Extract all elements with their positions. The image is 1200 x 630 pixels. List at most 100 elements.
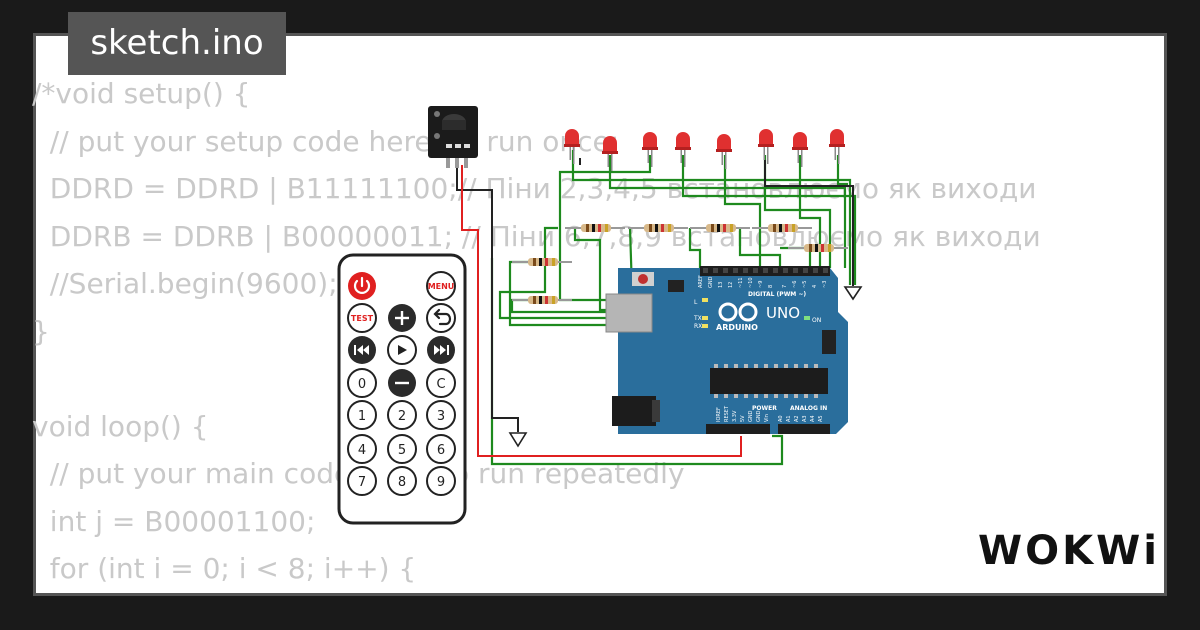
code-line: //Serial.begin(9600); — [32, 267, 338, 300]
svg-text:3: 3 — [437, 409, 445, 424]
preview-card — [33, 33, 1167, 596]
plus-icon — [395, 311, 409, 325]
svg-text:C: C — [436, 377, 445, 392]
svg-text:IOREF: IOREF — [716, 407, 722, 422]
svg-text:5: 5 — [398, 443, 406, 458]
resistor — [690, 224, 750, 232]
svg-text:TEST: TEST — [351, 314, 374, 323]
resistors — [512, 224, 848, 304]
svg-text:12: 12 — [728, 282, 734, 288]
svg-text:9: 9 — [437, 475, 445, 490]
resistor — [752, 224, 812, 232]
remote-prev-button[interactable] — [348, 336, 376, 364]
svg-text:~9: ~9 — [758, 281, 764, 288]
black-wires — [456, 158, 854, 432]
remote-digit-button[interactable]: 8 — [387, 466, 417, 496]
svg-text:A2: A2 — [794, 415, 800, 422]
power-icon — [353, 276, 371, 294]
wokwi-logo: WOKWi — [978, 528, 1160, 574]
svg-text:AREF: AREF — [698, 275, 704, 288]
arduino-model: UNO — [766, 304, 800, 322]
remote-play-button[interactable] — [387, 335, 417, 365]
svg-text:~3: ~3 — [822, 281, 828, 288]
remote-digit-button[interactable]: 7 — [347, 466, 377, 496]
remote-back-button[interactable] — [426, 303, 456, 333]
svg-text:A4: A4 — [810, 415, 816, 422]
arduino-logo-icon — [718, 302, 758, 322]
arduino-brand: ARDUINO — [716, 323, 758, 332]
l-label: L — [694, 299, 698, 306]
svg-text:~5: ~5 — [802, 281, 808, 288]
remote-zero-button[interactable]: 0 — [347, 368, 377, 398]
power-header — [706, 424, 770, 434]
svg-text:7: 7 — [782, 285, 788, 288]
svg-text:~6: ~6 — [792, 281, 798, 288]
svg-text:A1: A1 — [786, 415, 792, 422]
ground-icon — [508, 286, 863, 448]
remote-test-button[interactable]: TEST — [347, 303, 377, 333]
resistor — [512, 296, 572, 304]
code-line: /*void setup() { — [32, 77, 251, 110]
led-row — [564, 129, 845, 171]
play-icon — [398, 345, 407, 355]
remote-digit-button[interactable]: 4 — [347, 434, 377, 464]
svg-text:~10: ~10 — [748, 277, 754, 288]
remote-digit-button[interactable]: 2 — [387, 400, 417, 430]
svg-text:8: 8 — [398, 475, 406, 490]
led — [564, 129, 580, 164]
remote-digit-button[interactable]: 6 — [426, 434, 456, 464]
resistor — [565, 224, 625, 232]
remote-plus-button[interactable] — [388, 304, 416, 332]
remote-next-button[interactable] — [427, 336, 455, 364]
svg-text:8: 8 — [768, 285, 774, 288]
svg-text:4: 4 — [358, 443, 366, 458]
arduino-uno-board: AREF GND 13 12 ~11 ~10 ~9 8 7 ~6 ~5 4 ~3… — [605, 266, 848, 434]
led — [675, 132, 691, 167]
remote-c-button[interactable]: C — [426, 368, 456, 398]
resistor — [788, 244, 848, 252]
led — [716, 134, 732, 169]
svg-text:13: 13 — [718, 282, 724, 288]
code-line: } — [32, 314, 50, 348]
led — [642, 132, 658, 167]
svg-text:A3: A3 — [802, 415, 808, 422]
digital-label: DIGITAL (PWM ~) — [748, 291, 806, 298]
on-label: ON — [812, 317, 821, 324]
remote-digit-button[interactable]: 9 — [426, 466, 456, 496]
remote-minus-button[interactable] — [388, 369, 416, 397]
back-arrow-icon — [433, 308, 452, 326]
svg-text:5V: 5V — [740, 415, 746, 422]
led — [758, 129, 774, 164]
code-line: void loop() { — [32, 409, 209, 443]
power-jack — [612, 396, 656, 426]
resistor — [628, 224, 688, 232]
svg-text:1: 1 — [358, 409, 366, 424]
remote-menu-button[interactable]: MENU — [426, 271, 456, 301]
remote-digit-button[interactable]: 5 — [387, 434, 417, 464]
svg-text:3.3V: 3.3V — [732, 410, 738, 422]
svg-text:2: 2 — [398, 409, 406, 424]
ir-receiver — [428, 106, 478, 168]
led — [829, 129, 845, 164]
svg-text:A0: A0 — [778, 415, 784, 422]
svg-text:GND: GND — [708, 276, 714, 288]
code-line: int j = B00001100; — [32, 504, 316, 538]
svg-text:Vin: Vin — [764, 414, 770, 422]
analog-label: ANALOG IN — [790, 405, 827, 412]
led — [602, 136, 618, 171]
svg-text:GND: GND — [748, 410, 754, 422]
remote-power-button[interactable] — [348, 272, 376, 300]
remote-digit-button[interactable]: 3 — [426, 400, 456, 430]
tx-label: TX — [693, 315, 702, 322]
remote-digit-button[interactable]: 1 — [347, 400, 377, 430]
svg-text:0: 0 — [358, 377, 366, 392]
svg-text:A5: A5 — [818, 415, 824, 422]
svg-text:4: 4 — [812, 285, 818, 288]
svg-text:GND: GND — [756, 410, 762, 422]
microcontroller-chip — [710, 368, 828, 394]
usb-port — [605, 293, 653, 333]
svg-text:7: 7 — [358, 475, 366, 490]
led — [792, 132, 808, 167]
svg-text:RESET: RESET — [724, 405, 730, 422]
